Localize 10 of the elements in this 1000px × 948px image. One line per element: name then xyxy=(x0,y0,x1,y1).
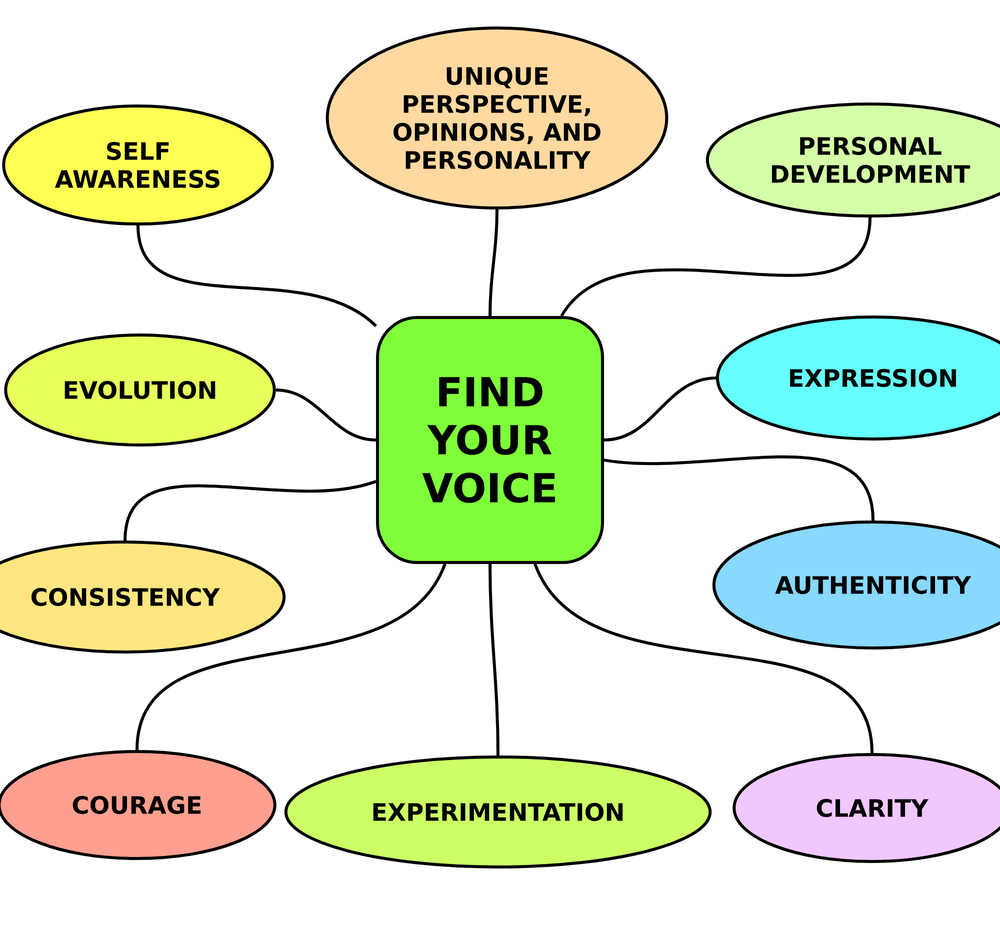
connector-line xyxy=(488,209,498,316)
connector-line xyxy=(560,217,872,317)
connector-line xyxy=(276,388,376,442)
connector-line xyxy=(124,480,376,541)
connector-line xyxy=(136,563,446,750)
connector-line xyxy=(604,455,874,521)
connector-line xyxy=(534,563,874,754)
connector-line xyxy=(136,225,377,328)
connector-line xyxy=(488,564,500,756)
connector-line xyxy=(604,376,716,442)
